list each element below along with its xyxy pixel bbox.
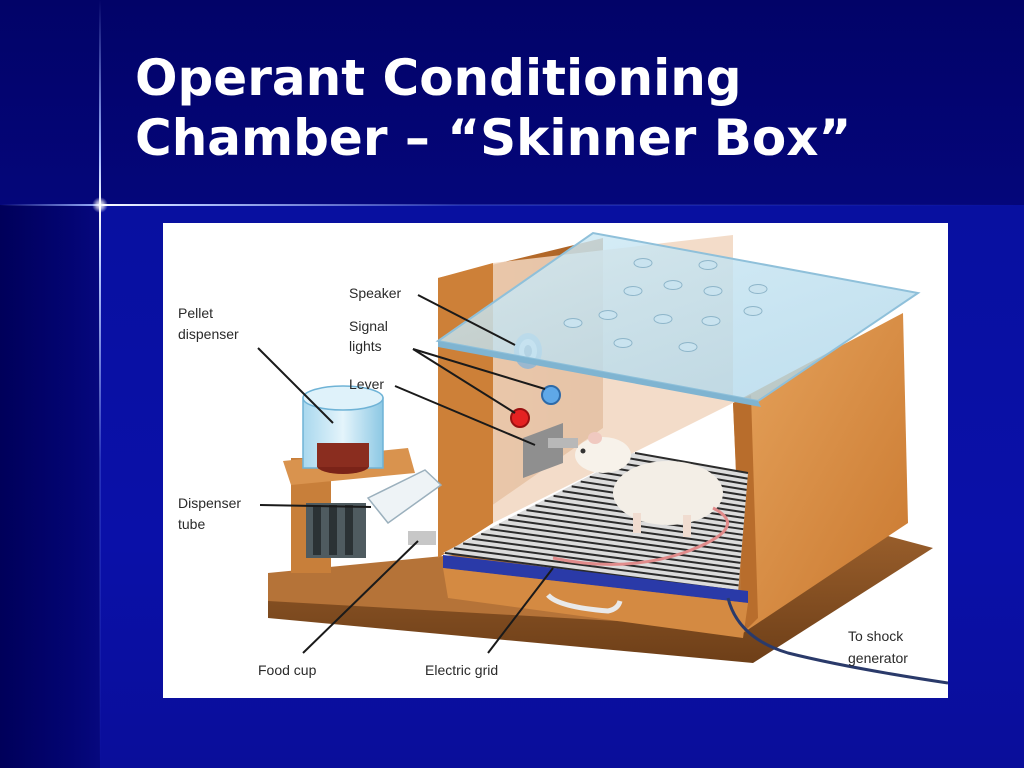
label-pellet-dispenser-1: Pellet (178, 305, 213, 321)
label-shock-2: generator (848, 650, 908, 666)
label-shock-1: To shock (848, 628, 904, 644)
lid-hole (623, 286, 643, 296)
signal-light-blue (541, 385, 561, 405)
top-background-band (0, 0, 1024, 205)
lever (523, 423, 578, 478)
label-lever: Lever (349, 376, 384, 392)
grid-bar (472, 537, 740, 576)
skinner-box-diagram: Speaker Signal lights Lever Pellet dispe… (163, 223, 948, 698)
dispenser-tube (366, 469, 443, 525)
glass-lid-edge (438, 341, 761, 407)
drawer-handle (546, 593, 623, 614)
grid-electrode-strip (443, 555, 748, 603)
lid-hole (698, 260, 718, 270)
lid-hole (743, 306, 763, 316)
lid-hole (703, 286, 723, 296)
lid-hole (701, 316, 721, 326)
label-dispenser-tube-1: Dispenser (178, 495, 241, 511)
food-cup (408, 531, 436, 545)
lid-hole (678, 342, 698, 352)
diagram-canvas: Speaker Signal lights Lever Pellet dispe… (178, 231, 948, 685)
slide-title: Operant Conditioning Chamber – “Skinner … (135, 48, 995, 168)
grid-bar (634, 452, 749, 474)
label-dispenser-tube-2: tube (178, 516, 205, 532)
horizontal-accent-line (0, 204, 1024, 206)
lid-hole (663, 280, 683, 290)
drawer-front (443, 568, 748, 638)
lid-ventilation-holes (563, 258, 768, 352)
label-speaker: Speaker (349, 285, 401, 301)
label-signal-lights-1: Signal (349, 318, 388, 334)
rat (552, 432, 729, 566)
chamber-right-wall (733, 313, 908, 633)
label-pellet-dispenser-2: dispenser (178, 326, 239, 342)
grid-bar (481, 532, 741, 570)
vertical-accent-line (99, 0, 101, 768)
pellet-dispenser (283, 385, 415, 573)
grid-bar (453, 547, 739, 587)
grid-bar (499, 523, 741, 559)
label-signal-lights-2: lights (349, 338, 382, 354)
grid-bar (517, 513, 742, 548)
title-line-2: Chamber – “Skinner Box” (135, 109, 852, 167)
grid-bar (462, 542, 740, 581)
chamber-right-post (733, 395, 758, 633)
glass-lid (435, 231, 921, 403)
leader-lines (257, 294, 554, 654)
light-flare (92, 197, 108, 213)
lid-hole (563, 318, 583, 328)
lid-hole (633, 258, 653, 268)
lid-hole (598, 310, 618, 320)
signal-light-red (510, 408, 530, 428)
title-line-1: Operant Conditioning (135, 49, 742, 107)
lid-hole (613, 338, 633, 348)
lid-hole (653, 314, 673, 324)
grid-bar (490, 528, 741, 564)
lid-hole (748, 284, 768, 294)
shock-cable (726, 597, 948, 685)
label-food-cup: Food cup (258, 662, 317, 678)
label-electric-grid: Electric grid (425, 662, 498, 678)
